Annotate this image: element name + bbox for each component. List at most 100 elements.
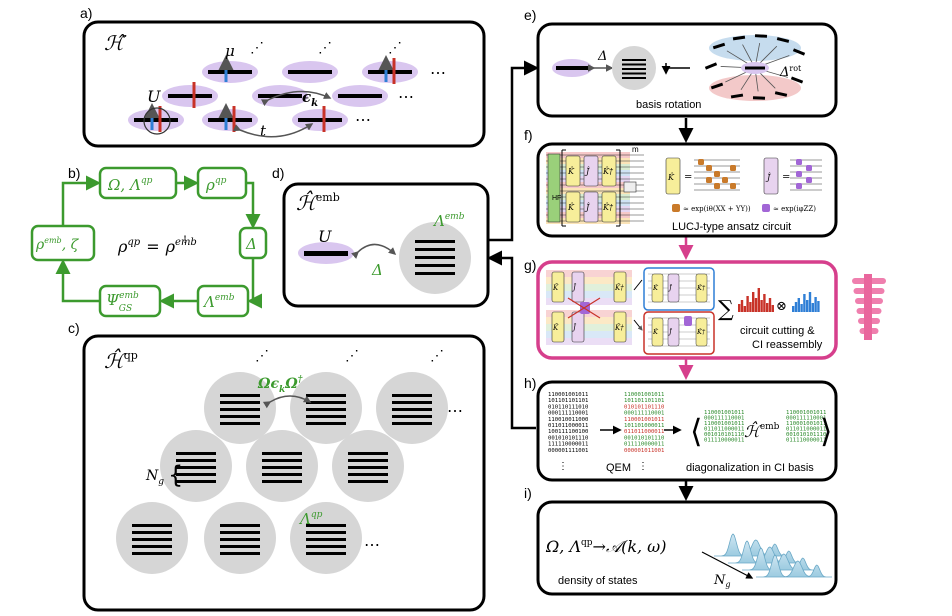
impurity-orbital bbox=[304, 251, 348, 256]
band-level bbox=[262, 452, 302, 455]
e-star-level bbox=[774, 91, 788, 97]
hop-arrow-c bbox=[262, 395, 312, 409]
u-label-d: U bbox=[318, 227, 332, 246]
g-qubit-band bbox=[546, 324, 632, 331]
exclamation: ! bbox=[183, 235, 187, 246]
g-gate-label: K̂† bbox=[614, 284, 624, 292]
band-level bbox=[220, 545, 260, 548]
ellipsis-a1: ⋰ bbox=[250, 40, 264, 56]
bath-levels bbox=[415, 240, 455, 275]
g-gate-label: Ĵ bbox=[571, 283, 577, 292]
e-star-center bbox=[745, 66, 765, 70]
bitstring: 011011000011 bbox=[548, 423, 588, 429]
u-circle bbox=[143, 107, 171, 135]
g-otimes: ⊗ bbox=[776, 299, 787, 314]
e-bath-level bbox=[622, 72, 646, 75]
dos-curve bbox=[756, 554, 832, 578]
panel-d: d) ℋ̂emb U Λemb Δ bbox=[272, 165, 490, 308]
h-bra-bits: 1100010010110001111100011100010010110110… bbox=[704, 410, 744, 444]
ellipsis-a4: ⋯ bbox=[430, 63, 446, 82]
arrow-b6 bbox=[61, 175, 101, 226]
panel-h-tag: h) bbox=[524, 375, 536, 391]
circuit-gate bbox=[601, 155, 617, 187]
bitstring: 010110111010 bbox=[548, 404, 588, 410]
panel-a-frame bbox=[82, 20, 486, 148]
band-level bbox=[392, 394, 432, 397]
band-level bbox=[306, 552, 346, 555]
hist-bar-red bbox=[771, 305, 774, 312]
givens-gate bbox=[698, 159, 704, 165]
band-level bbox=[348, 452, 388, 455]
band-level bbox=[306, 422, 346, 425]
band-level bbox=[132, 545, 172, 548]
bitstring: 110001001011 bbox=[704, 410, 744, 416]
h-ket-bits: 1100010010110001111100011100010010110110… bbox=[786, 410, 826, 444]
givens-gate bbox=[706, 165, 712, 171]
bitstring: 000001111001 bbox=[548, 448, 588, 454]
i-ng-arrow bbox=[701, 551, 754, 579]
givens-gate bbox=[722, 177, 728, 183]
band-level bbox=[306, 401, 346, 404]
g-frag-gate bbox=[695, 317, 708, 347]
band-level bbox=[220, 401, 260, 404]
bitstring: 000001011001 bbox=[624, 448, 664, 454]
ellipsis-a2: ⋰ bbox=[318, 40, 332, 56]
zz-gate bbox=[806, 165, 812, 171]
e-bath-level bbox=[622, 68, 646, 70]
g-qubit-band bbox=[546, 277, 632, 284]
e-star-level bbox=[704, 62, 718, 70]
g-gate-label: K̂ bbox=[552, 284, 559, 292]
repeat-bracket-left bbox=[561, 149, 566, 227]
zz-gate bbox=[796, 171, 802, 177]
band-level bbox=[220, 408, 260, 411]
hist-bar-blue bbox=[792, 306, 795, 312]
e-bath-level bbox=[622, 59, 646, 61]
h-samples-raw: 1100010010111011011011010101101110100001… bbox=[548, 392, 588, 454]
chip-stem bbox=[864, 274, 872, 340]
zz-gate bbox=[796, 183, 802, 189]
g-gate bbox=[613, 271, 627, 303]
band-level bbox=[132, 552, 172, 555]
band-level bbox=[392, 415, 432, 418]
band-level bbox=[306, 545, 346, 548]
hist-bar-red bbox=[760, 300, 763, 312]
band-level bbox=[262, 473, 302, 476]
band-level bbox=[220, 422, 260, 425]
e-star-level bbox=[790, 76, 804, 84]
node-lambda-emb-label: Λemb bbox=[202, 293, 235, 311]
gate-label: K̂ bbox=[567, 203, 575, 212]
bath-level bbox=[415, 248, 455, 251]
hist-bar-red bbox=[754, 298, 758, 312]
bitstring: 110001001011 bbox=[704, 421, 744, 427]
delta-label-d: Δ bbox=[371, 261, 383, 279]
i-mapping: Ω, Λqp→𝒜(k, ω) bbox=[545, 537, 666, 556]
ellipsis-a6: ⋯ bbox=[355, 110, 371, 129]
dos-curve bbox=[742, 547, 818, 571]
panel-c-tag: c) bbox=[68, 320, 80, 336]
e-star-level bbox=[776, 37, 790, 43]
band-level bbox=[262, 480, 302, 483]
arrow-b5 bbox=[55, 259, 100, 303]
zz-gate bbox=[796, 159, 802, 165]
i-ng-label: Ng bbox=[713, 573, 731, 589]
connectors bbox=[487, 60, 694, 501]
panel-a-tag: a) bbox=[80, 5, 92, 21]
i-dos-curves bbox=[714, 533, 832, 578]
g-qubit-band bbox=[546, 331, 632, 338]
band-level bbox=[348, 459, 388, 462]
f-zz-gate-icon bbox=[762, 204, 770, 212]
bitstring: 001010101110 bbox=[704, 432, 744, 438]
gate-label: K̂† bbox=[602, 203, 614, 212]
i-caption: density of states bbox=[558, 575, 638, 587]
gate-label: K̂† bbox=[602, 167, 614, 176]
g-gate bbox=[551, 311, 565, 343]
hist-bar-red bbox=[763, 294, 766, 312]
g-frag-gate-label: K̂† bbox=[696, 328, 706, 336]
e-caption: basis rotation bbox=[636, 99, 701, 111]
g-qubit-band bbox=[546, 317, 632, 324]
e-star-level bbox=[754, 34, 768, 38]
